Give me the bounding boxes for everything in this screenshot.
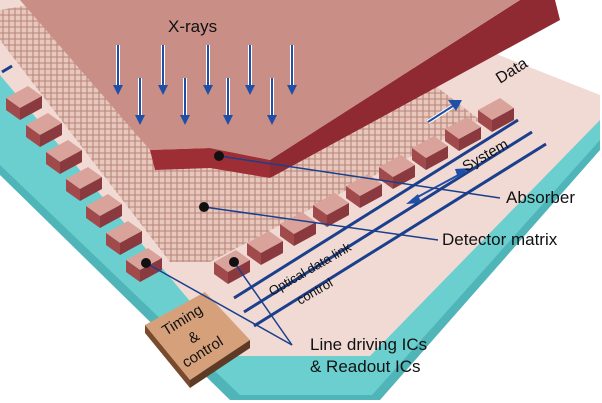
bottom-driver-chip [478, 98, 514, 132]
xray-arrow-icon [203, 45, 213, 95]
data-arrow-icon [426, 100, 462, 124]
bottom-driver-chip [313, 193, 349, 227]
xray-arrow-icon [267, 78, 277, 125]
left-readout-chip [86, 194, 122, 228]
absorber-side-left [150, 148, 270, 178]
xray-arrow-icon [158, 45, 168, 95]
timing-control-box [145, 292, 250, 388]
left-readout-chip [6, 86, 42, 120]
left-readout-chip [26, 113, 62, 147]
xray-arrow-icon [287, 45, 297, 95]
left-chip-row [6, 86, 162, 282]
absorber-label: Absorber [506, 188, 575, 207]
ics-label-line1: Line driving ICs [310, 335, 427, 354]
bottom-driver-chip [280, 212, 316, 246]
bottom-driver-chip [412, 136, 448, 170]
detector-matrix-label: Detector matrix [442, 230, 558, 249]
leader-dots [141, 151, 239, 268]
leader-lines [145, 155, 501, 346]
system-double-arrow-icon [406, 168, 470, 204]
xrays-label: X-rays [168, 17, 217, 36]
bottom-driver-chip [445, 117, 481, 151]
xray-arrow-icon [245, 45, 255, 95]
xray-arrows [113, 45, 297, 125]
absorber-side-right [270, 0, 560, 178]
xray-arrow-icon [135, 78, 145, 125]
bottom-driver-chip [247, 231, 283, 265]
left-readout-chip [46, 140, 82, 174]
left-readout-chip [106, 221, 142, 255]
left-readout-chip [66, 167, 102, 201]
xray-arrow-icon [113, 45, 123, 95]
xray-arrow-icon [223, 78, 233, 125]
ics-label-line2: & Readout ICs [310, 357, 421, 376]
xray-arrow-icon [180, 78, 190, 125]
